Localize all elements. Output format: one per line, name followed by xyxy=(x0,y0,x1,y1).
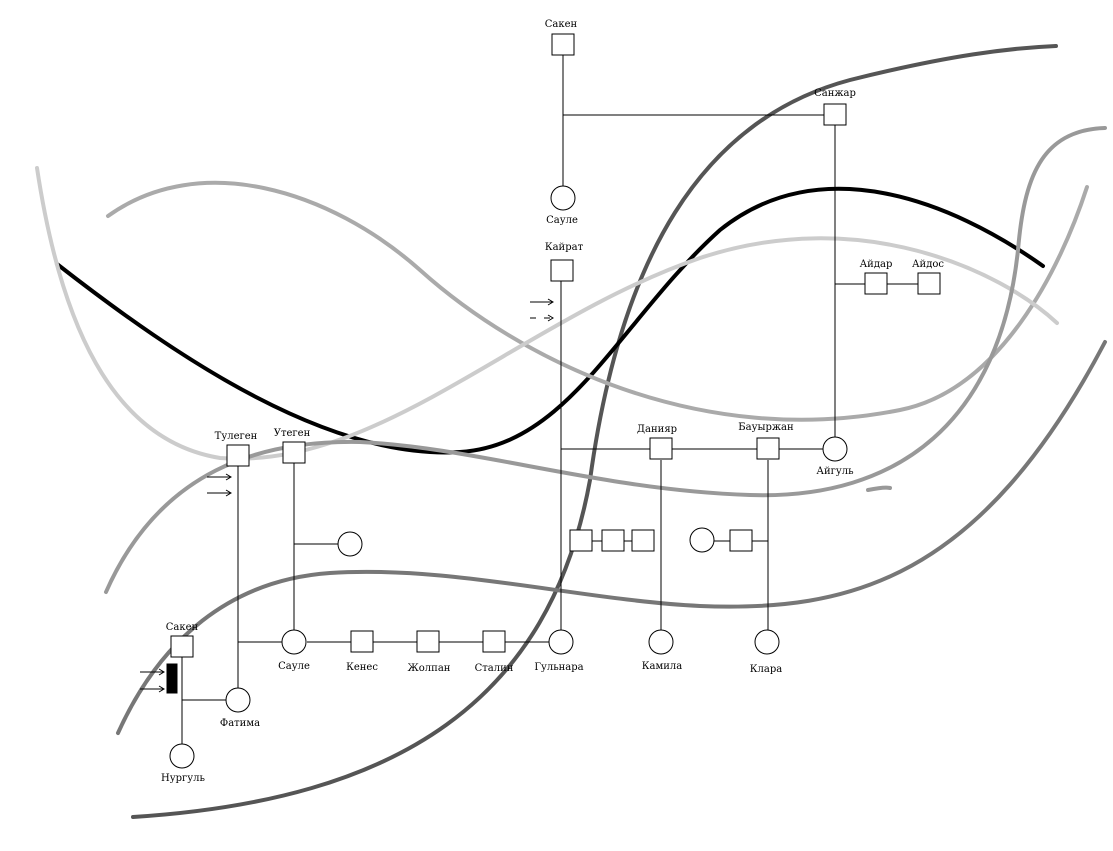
arrow-icon xyxy=(207,489,232,497)
label-aidos: Айдос xyxy=(912,259,944,270)
label-klara: Клара xyxy=(750,664,782,675)
overlay-curves xyxy=(35,44,1107,819)
female-node-saule-top[interactable] xyxy=(550,185,576,211)
label-bauyrzhan: Бауыржан xyxy=(738,422,794,433)
female-node-fatima[interactable] xyxy=(225,687,251,713)
curve-gray-bottom xyxy=(116,340,1107,735)
label-saule-top: Сауле xyxy=(546,215,578,226)
arrow-icon xyxy=(530,314,554,322)
female-node-kamila[interactable] xyxy=(648,629,674,655)
male-node-unnamed-3[interactable] xyxy=(631,529,655,552)
nodes xyxy=(166,33,941,769)
label-zholpan: Жолпан xyxy=(408,663,451,674)
label-kairat: Кайрат xyxy=(545,242,584,253)
arrow-icon xyxy=(207,473,232,481)
label-saken-left: Сакен xyxy=(166,622,199,633)
male-node-unnamed-4[interactable] xyxy=(729,529,753,552)
curve-black xyxy=(55,186,1045,455)
male-node-zholpan[interactable] xyxy=(416,630,440,653)
male-node-tulegen[interactable] xyxy=(226,444,250,467)
female-node-saule-mid[interactable] xyxy=(281,629,307,655)
male-node-saken-top[interactable] xyxy=(551,33,575,56)
female-node-gulnara[interactable] xyxy=(548,629,574,655)
male-node-saken-left[interactable] xyxy=(170,635,194,658)
label-sanzhar: Санжар xyxy=(814,88,856,99)
curve-light-gray-top xyxy=(106,180,1089,422)
male-node-unnamed-2[interactable] xyxy=(601,529,625,552)
male-node-bauyrzhan[interactable] xyxy=(756,437,780,460)
filled-node-black[interactable] xyxy=(166,663,178,694)
label-saule-mid: Сауле xyxy=(278,661,310,672)
labels: Сакен Санжар Сауле Кайрат Айдар Айдос Да… xyxy=(161,19,944,784)
male-node-stalin[interactable] xyxy=(482,630,506,653)
label-utegen: Утеген xyxy=(274,428,311,439)
female-node-unnamed[interactable] xyxy=(337,531,363,557)
label-stalin: Сталин xyxy=(475,663,514,674)
arrow-icon xyxy=(140,668,165,676)
curve-mid-gray-tail xyxy=(866,485,892,492)
female-node-nurgul[interactable] xyxy=(169,743,195,769)
curve-lighter-gray xyxy=(35,166,1059,461)
female-node-aigul[interactable] xyxy=(822,436,848,462)
male-node-aidos[interactable] xyxy=(917,272,941,295)
curve-dark-gray xyxy=(131,44,1058,819)
male-node-kairat[interactable] xyxy=(550,259,574,282)
label-kamila: Камила xyxy=(642,661,682,672)
arrow-icon xyxy=(530,298,554,306)
male-node-utegen[interactable] xyxy=(282,441,306,464)
label-saken-top: Сакен xyxy=(545,19,578,30)
male-node-unnamed-1[interactable] xyxy=(569,529,593,552)
arrows xyxy=(140,298,554,693)
label-aigul: Айгуль xyxy=(816,466,854,477)
label-nurgul: Нургуль xyxy=(161,773,205,784)
male-node-sanzhar[interactable] xyxy=(823,103,847,126)
label-gulnara: Гульнара xyxy=(534,662,583,673)
label-tulegen: Тулеген xyxy=(215,431,258,442)
label-aidar: Айдар xyxy=(860,259,893,270)
male-node-aidar[interactable] xyxy=(864,272,888,295)
curve-mid-gray xyxy=(104,126,1107,594)
label-daniyar: Данияр xyxy=(637,424,677,435)
label-fatima: Фатима xyxy=(220,718,260,729)
label-kenes: Кенес xyxy=(346,662,378,673)
arrow-icon xyxy=(140,685,165,693)
relation-lines xyxy=(181,55,918,744)
male-node-kenes[interactable] xyxy=(350,630,374,653)
female-node-klara[interactable] xyxy=(754,629,780,655)
male-node-daniyar[interactable] xyxy=(649,437,673,460)
female-node-unnamed-2[interactable] xyxy=(689,527,715,553)
